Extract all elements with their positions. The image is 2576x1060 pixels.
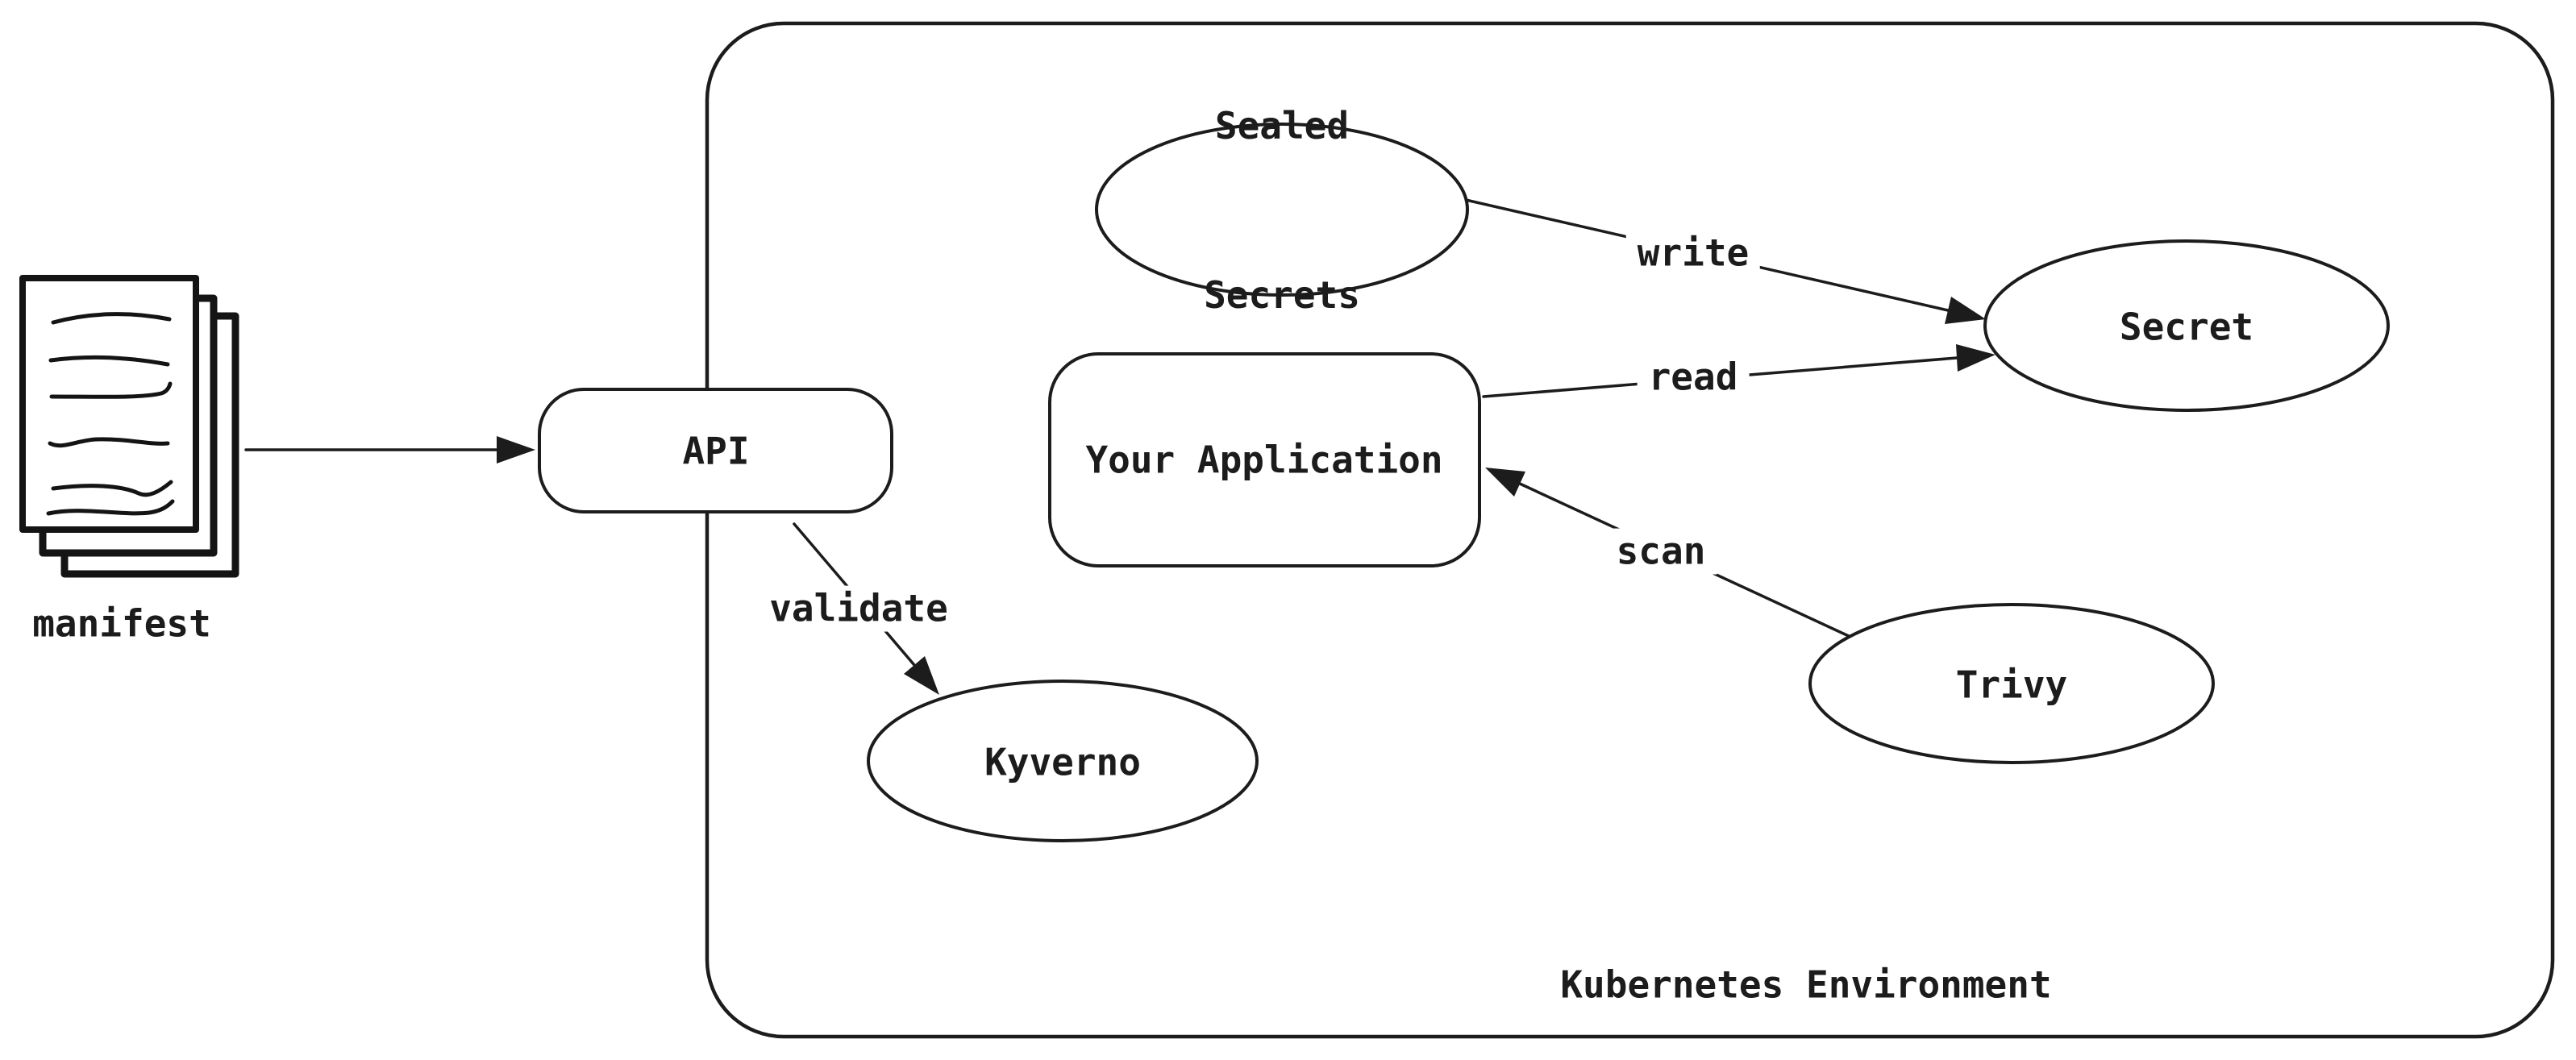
trivy-node-shape: [1808, 603, 2215, 764]
write-edge-label: write: [1625, 230, 1761, 276]
your-application-node-shape: [1048, 352, 1481, 567]
scan-edge-label: scan: [1604, 528, 1717, 575]
read-edge-label: read: [1637, 354, 1750, 401]
secret-node-label: Secret: [2119, 305, 2254, 349]
manifest-node-label: manifest: [32, 601, 211, 646]
api-node-shape: [538, 388, 893, 513]
sealed-secrets-node-shape: [1095, 123, 1469, 297]
your-application-node-label: Your Application: [1085, 438, 1443, 482]
arrowhead: [1945, 297, 1986, 324]
sealed-secrets-label-line1: Sealed: [1214, 104, 1350, 148]
trivy-node-label: Trivy: [1955, 663, 2068, 707]
arrowhead: [497, 436, 535, 463]
kubernetes-environment-title: Kubernetes Environment: [1560, 962, 2052, 1007]
arrowhead: [904, 656, 939, 695]
manifest-text-lines: [46, 312, 175, 516]
arrowhead: [1956, 344, 1995, 372]
kyverno-node-shape: [867, 680, 1259, 842]
manifest-icon: [19, 275, 239, 578]
arrowhead: [1485, 468, 1525, 497]
manifest-to-api-arrow: [244, 436, 535, 463]
secret-node-shape: [1983, 239, 2390, 412]
sealed-secrets-node-label: Sealed Secrets: [1204, 0, 1360, 436]
sealed-secrets-label-line2: Secrets: [1204, 273, 1360, 317]
api-node-label: API: [682, 429, 750, 473]
validate-edge-label: validate: [758, 585, 959, 632]
kyverno-node-label: Kyverno: [984, 740, 1141, 784]
